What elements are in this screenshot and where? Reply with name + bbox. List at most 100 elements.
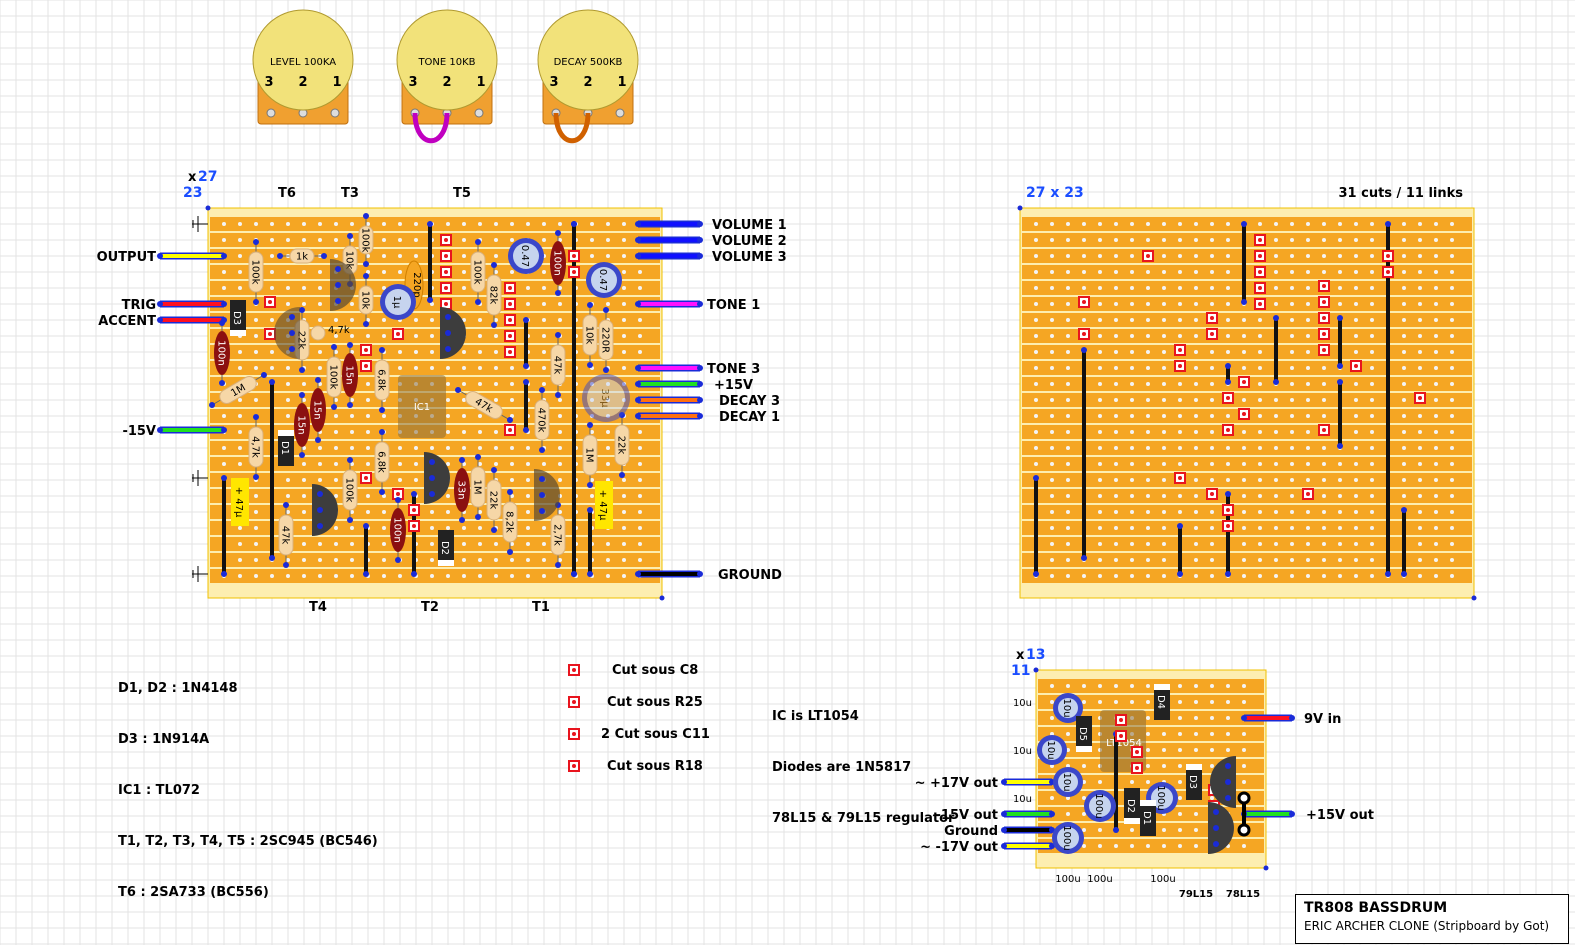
transistor-pin [429, 491, 435, 497]
strip-cut-dot [1322, 316, 1326, 320]
cuts-hole [1146, 462, 1150, 466]
resistor-body [550, 514, 566, 556]
main-hole [318, 350, 322, 354]
title-main: TR808 BASSDRUM [1304, 900, 1448, 916]
strip-cut-dot [508, 428, 512, 432]
strip-cut-dot [1258, 238, 1262, 242]
psu-note: IC is LT1054 [772, 709, 859, 724]
cuts-hole [1210, 254, 1214, 258]
resistor-pin [347, 233, 353, 239]
cap-pin [555, 290, 561, 296]
cuts-hole [1322, 414, 1326, 418]
cuts-hole [1178, 270, 1182, 274]
cuts-hole [1274, 462, 1278, 466]
cuts-hole [1434, 478, 1438, 482]
main-hole [398, 446, 402, 450]
main-hole [590, 494, 594, 498]
psu-hole [1242, 748, 1246, 752]
cuts-hole [1082, 238, 1086, 242]
resistor-body [278, 514, 294, 556]
main-hole [638, 542, 642, 546]
main-hole [302, 382, 306, 386]
cuts-hole [1082, 286, 1086, 290]
main-hole [494, 446, 498, 450]
main-hole [462, 398, 466, 402]
cuts-hole [1162, 558, 1166, 562]
cuts-hole [1130, 286, 1134, 290]
resistor-body [598, 319, 614, 361]
strip-cut-dot [1178, 364, 1182, 368]
main-hole [382, 510, 386, 514]
main-hole [254, 494, 258, 498]
pot-pin-number: 2 [442, 75, 451, 90]
main-hole [606, 302, 610, 306]
cuts-hole [1082, 254, 1086, 258]
cuts-hole [1450, 414, 1454, 418]
strip-cut-dot [572, 732, 576, 736]
resistor-body [486, 479, 502, 521]
psu-wire-label: +15V out [1306, 808, 1374, 823]
cuts-hole [1178, 430, 1182, 434]
diode: D2 [438, 530, 454, 566]
resistor-pin [283, 562, 289, 568]
cuts-hole [1034, 414, 1038, 418]
cuts-hole [1402, 462, 1406, 466]
main-hole [622, 254, 626, 258]
cap-pin [395, 497, 401, 503]
main-hole [638, 446, 642, 450]
psu-corner-dot [1263, 865, 1269, 871]
main-hole [286, 494, 290, 498]
resistor-label: 82k [488, 286, 499, 305]
main-strip [210, 233, 660, 247]
resistor-pin [506, 417, 513, 423]
parts-line: T1, T2, T3, T4, T5 : 2SC945 (BC546) [118, 834, 378, 849]
link-end [1177, 571, 1183, 577]
input-wire-end [157, 253, 163, 259]
psu-hole [1146, 732, 1150, 736]
cuts-hole [1354, 334, 1358, 338]
cut-legend-0: Cut sous C8 [612, 663, 699, 678]
cuts-hole [1130, 270, 1134, 274]
cuts-hole [1402, 398, 1406, 402]
resistor-label: 1M [472, 480, 483, 495]
cuts-hole [1354, 494, 1358, 498]
main-hole [302, 510, 306, 514]
main-hole [494, 398, 498, 402]
cuts-hole [1242, 350, 1246, 354]
cuts-hole [1146, 542, 1150, 546]
main-hole [382, 222, 386, 226]
main-hole [366, 462, 370, 466]
psu-hole [1146, 780, 1150, 784]
resistor-label: 1M [584, 448, 595, 463]
electrolytic-capacitor: 10u [1053, 767, 1083, 797]
resistor-pin [283, 502, 289, 508]
cuts-hole [1130, 462, 1134, 466]
strip-cut-dot [412, 508, 416, 512]
main-hole [462, 430, 466, 434]
main-hole [446, 398, 450, 402]
strip-cut-dot [1178, 348, 1182, 352]
psu-hole [1082, 844, 1086, 848]
main-hole [510, 478, 514, 482]
cuts-hole [1114, 286, 1118, 290]
main-hole [366, 318, 370, 322]
cuts-hole [1194, 526, 1198, 530]
cuts-hole [1194, 222, 1198, 226]
main-hole [398, 366, 402, 370]
main-hole [414, 238, 418, 242]
cuts-hole [1210, 222, 1214, 226]
cut-legend-3: Cut sous R18 [607, 759, 703, 774]
diode-body [1154, 684, 1170, 720]
main-hole [494, 270, 498, 274]
main-hole [334, 222, 338, 226]
main-hole [558, 462, 562, 466]
main-hole [366, 446, 370, 450]
cuts-hole [1354, 254, 1358, 258]
psu-hole [1242, 700, 1246, 704]
cuts-hole [1130, 446, 1134, 450]
resistor-pin [253, 474, 259, 480]
cap-top [1058, 698, 1078, 718]
cuts-hole [1130, 526, 1134, 530]
main-hole [398, 478, 402, 482]
